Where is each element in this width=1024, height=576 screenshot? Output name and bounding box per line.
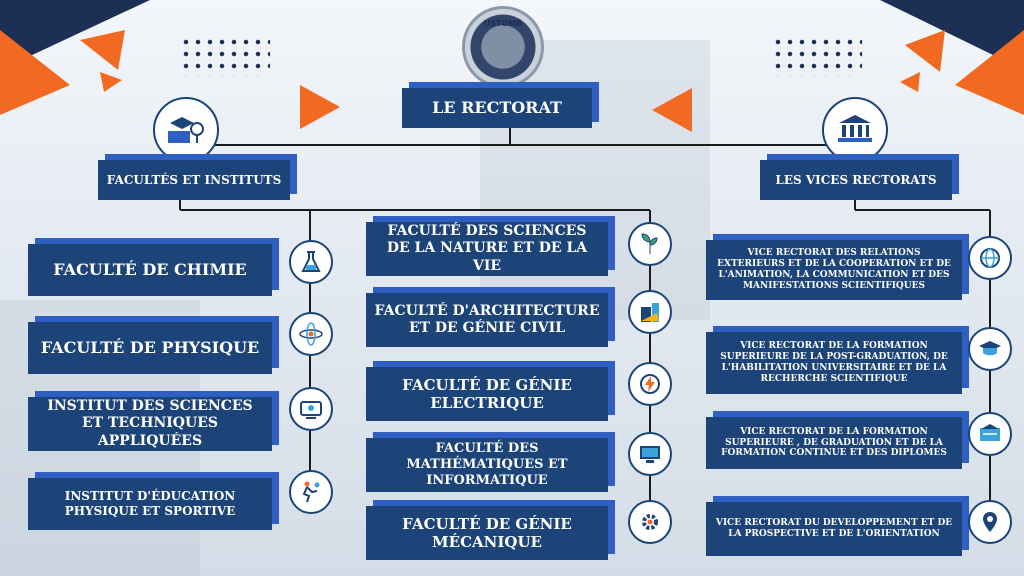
physics-icon bbox=[289, 312, 333, 356]
faculty-label: FACULTÉ DE CHIMIE bbox=[53, 260, 247, 280]
electrical-icon bbox=[628, 362, 672, 406]
faculty-label: INSTITUT DES SCIENCES ET TECHNIQUES APPL… bbox=[47, 398, 253, 449]
faculty-label: FACULTÉ DES SCIENCES DE LA NATURE ET DE … bbox=[386, 223, 588, 274]
faculty-label: FACULTÉ DE GÉNIE ELECTRIQUE bbox=[402, 375, 572, 412]
education-icon bbox=[153, 97, 219, 163]
graduation-icon bbox=[968, 327, 1012, 371]
dot-pattern-left bbox=[180, 36, 270, 76]
facultes-header-box: FACULTÉS ET INSTITUTS bbox=[98, 160, 290, 200]
vice-relations-box: VICE RECTORAT DES RELATIONS EXTERIEURS E… bbox=[706, 240, 962, 300]
university-logo: USTOMB bbox=[462, 6, 544, 88]
architecture-icon bbox=[628, 290, 672, 334]
rectorat-box: LE RECTORAT bbox=[402, 88, 592, 128]
faculty-physique-box: FACULTÉ DE PHYSIQUE bbox=[28, 322, 272, 374]
faculty-snv-box: FACULTÉ DES SCIENCES DE LA NATURE ET DE … bbox=[366, 222, 608, 276]
faculty-label: FACULTÉ DE GÉNIE MÉCANIQUE bbox=[402, 514, 572, 551]
faculty-maths-info-box: FACULTÉ DES MATHÉMATIQUES ET INFORMATIQU… bbox=[366, 438, 608, 492]
globe-icon bbox=[968, 236, 1012, 280]
faculty-label: FACULTÉ D'ARCHITECTURE ET DE GÉNIE CIVIL bbox=[374, 302, 600, 336]
vices-header-label: LES VICES RECTORATS bbox=[775, 172, 937, 187]
faculty-mecanique-box: FACULTÉ DE GÉNIE MÉCANIQUE bbox=[366, 506, 608, 560]
mechanical-icon bbox=[628, 500, 672, 544]
faculty-label: INSTITUT D'ÉDUCATION PHYSIQUE ET SPORTIV… bbox=[64, 489, 236, 518]
dot-pattern-right bbox=[772, 36, 862, 76]
computer-icon bbox=[628, 432, 672, 476]
institut-ista-box: INSTITUT DES SCIENCES ET TECHNIQUES APPL… bbox=[28, 397, 272, 451]
nature-icon bbox=[628, 222, 672, 266]
institution-icon bbox=[822, 97, 888, 163]
vice-label: VICE RECTORAT DE LA FORMATION SUPERIEURE… bbox=[720, 341, 948, 384]
institut-ieps-box: INSTITUT D'ÉDUCATION PHYSIQUE ET SPORTIV… bbox=[28, 478, 272, 530]
faculty-architecture-box: FACULTÉ D'ARCHITECTURE ET DE GÉNIE CIVIL bbox=[366, 293, 608, 347]
faculty-electrique-box: FACULTÉ DE GÉNIE ELECTRIQUE bbox=[366, 367, 608, 421]
vice-label: VICE RECTORAT DU DEVELOPPEMENT ET DE LA … bbox=[715, 518, 953, 539]
facultes-header-label: FACULTÉS ET INSTITUTS bbox=[106, 172, 282, 187]
faculty-label: FACULTÉ DES MATHÉMATIQUES ET INFORMATIQU… bbox=[406, 441, 568, 488]
vice-postgraduation-box: VICE RECTORAT DE LA FORMATION SUPERIEURE… bbox=[706, 332, 962, 394]
faculty-label: FACULTÉ DE PHYSIQUE bbox=[40, 338, 260, 358]
diploma-icon bbox=[968, 412, 1012, 456]
sports-icon bbox=[289, 470, 333, 514]
vice-graduation-box: VICE RECTORAT DE LA FORMATION SUPERIEURE… bbox=[706, 417, 962, 469]
vice-label: VICE RECTORAT DES RELATIONS EXTERIEURS E… bbox=[717, 248, 951, 291]
chemistry-icon bbox=[289, 240, 333, 284]
faculty-chimie-box: FACULTÉ DE CHIMIE bbox=[28, 244, 272, 296]
logo-text: USTOMB bbox=[483, 19, 523, 28]
orientation-icon bbox=[968, 500, 1012, 544]
vice-developpement-box: VICE RECTORAT DU DEVELOPPEMENT ET DE LA … bbox=[706, 502, 962, 556]
vices-header-box: LES VICES RECTORATS bbox=[760, 160, 952, 200]
applied-sciences-icon bbox=[289, 387, 333, 431]
vice-label: VICE RECTORAT DE LA FORMATION SUPERIEURE… bbox=[721, 426, 947, 459]
rectorat-label: LE RECTORAT bbox=[432, 98, 562, 118]
